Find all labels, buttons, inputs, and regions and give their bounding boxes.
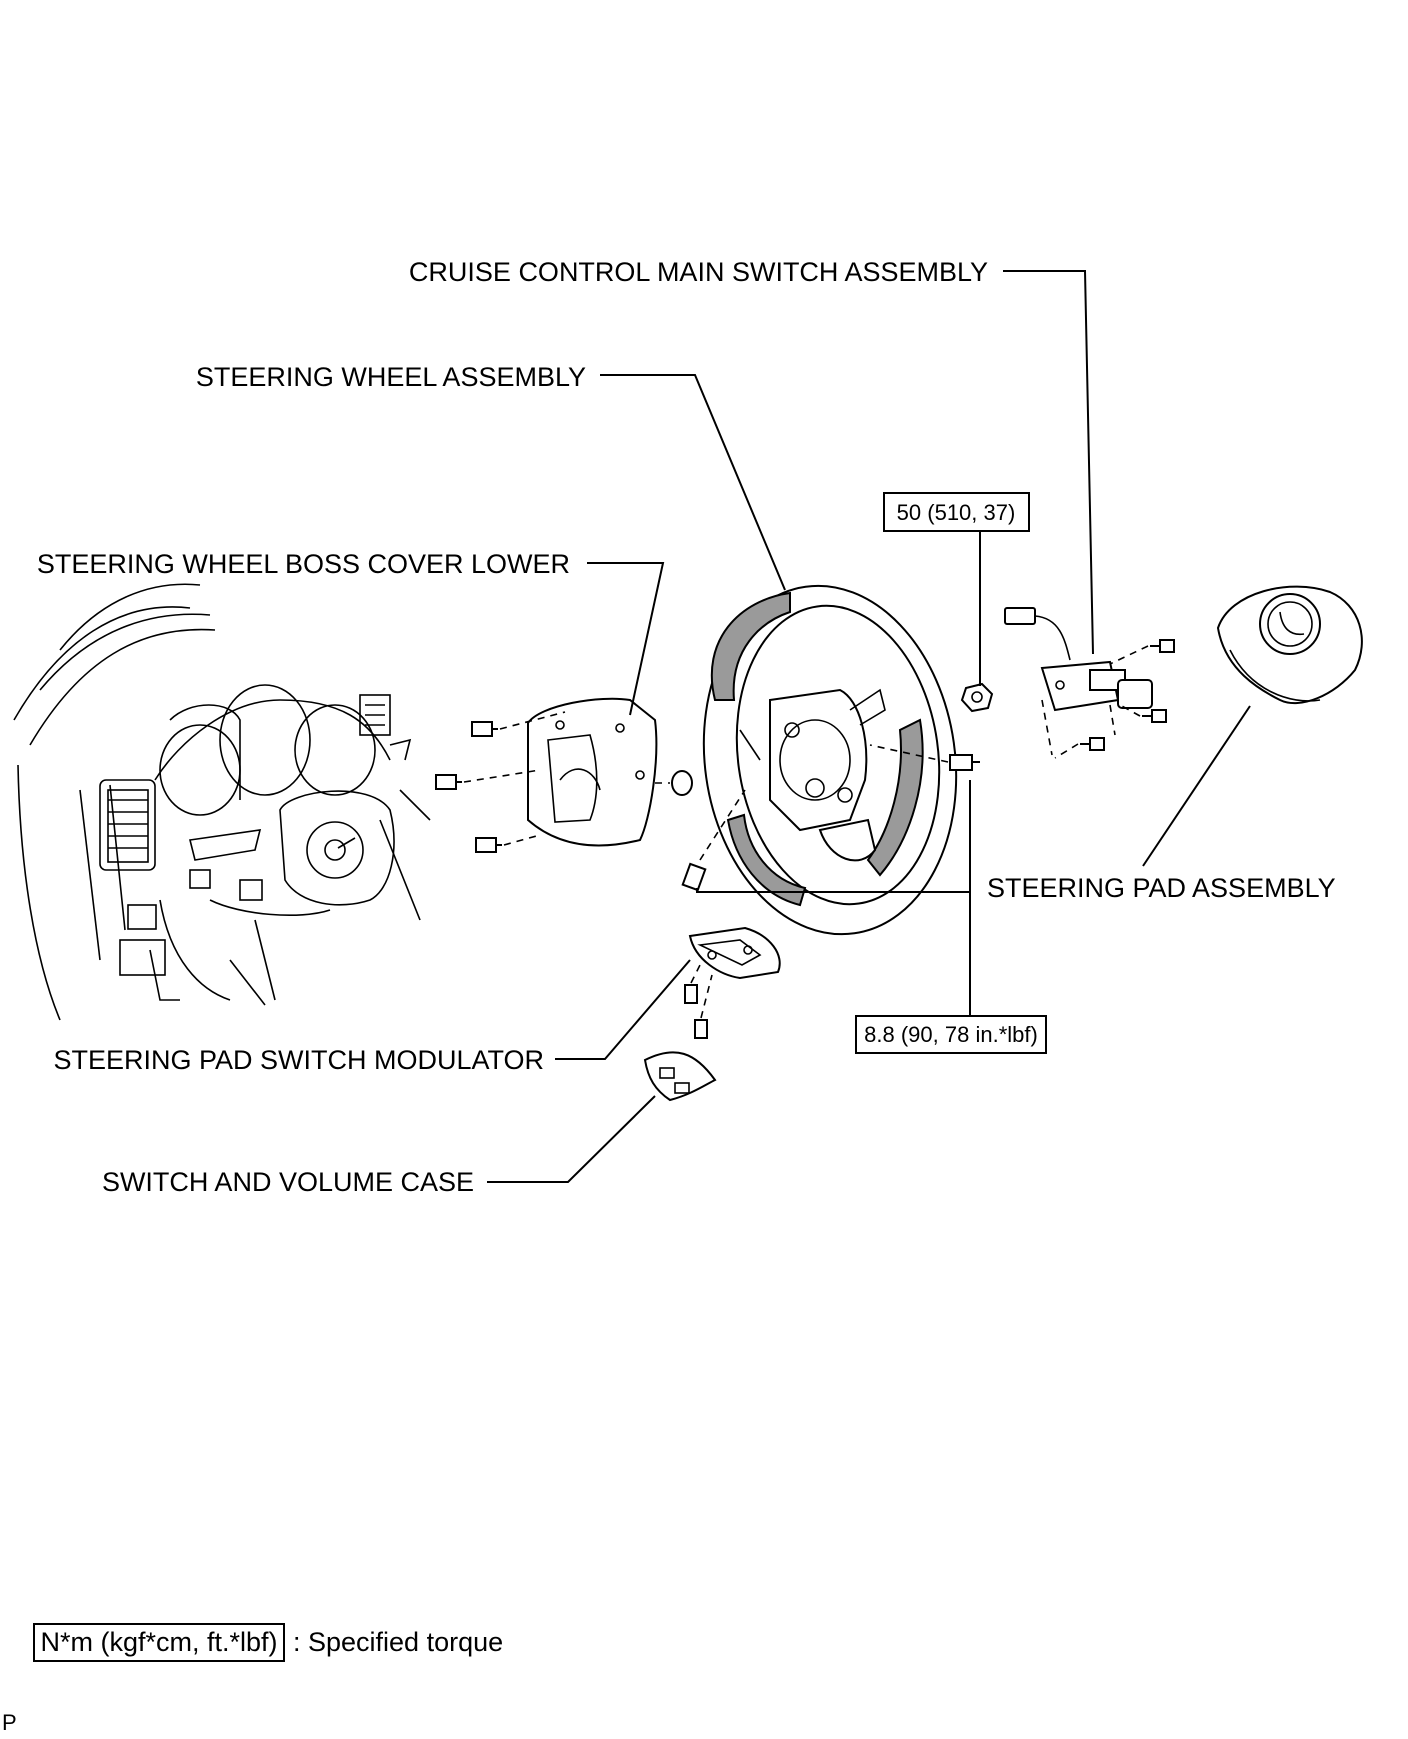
screw-icon — [694, 1019, 708, 1039]
boss-cover-bolts — [435, 711, 670, 853]
steering-wheel-bolts — [681, 744, 980, 892]
switch-volume-case-part — [643, 1051, 717, 1102]
screw-icon — [1142, 709, 1167, 723]
bolt-icon — [471, 721, 498, 737]
screw-icon — [684, 984, 698, 1004]
boss-cover-lower-part — [527, 697, 693, 847]
torque-box-bolt — [855, 1015, 1047, 1054]
screw-icon — [1080, 737, 1105, 751]
label-steering-pad-assembly: STEERING PAD ASSEMBLY — [987, 873, 1336, 903]
bolt-icon — [435, 774, 462, 790]
screw-icon — [1150, 639, 1175, 653]
label-boss-cover-lower: STEERING WHEEL BOSS COVER LOWER — [37, 549, 570, 579]
steering-wheel-part — [702, 584, 958, 936]
bolt-icon — [681, 862, 707, 892]
dashboard-illustration — [13, 583, 431, 1021]
legend-description: : Specified torque — [293, 1627, 503, 1657]
torque-value-bolt: 8.8 (90, 78 in.*lbf) — [864, 1022, 1038, 1047]
legend-unit-text: N*m (kgf*cm, ft.*lbf) — [40, 1627, 277, 1657]
legend-unit-box — [33, 1623, 285, 1662]
steering-pad-part — [1216, 585, 1363, 705]
label-cruise-control-main-switch: CRUISE CONTROL MAIN SWITCH ASSEMBLY — [409, 257, 988, 287]
corner-mark: P — [2, 1710, 17, 1734]
brand-emblem-icon — [1279, 611, 1305, 636]
torque-box-nut — [883, 492, 1030, 532]
label-switch-volume-case: SWITCH AND VOLUME CASE — [102, 1167, 474, 1197]
label-pad-switch-modulator: STEERING PAD SWITCH MODULATOR — [53, 1045, 544, 1075]
pad-switch-modulator-part — [684, 926, 781, 1039]
bolt-icon — [949, 754, 980, 771]
steering-nut — [960, 682, 994, 713]
cruise-control-switch-part — [1004, 607, 1175, 759]
leader-lines — [487, 270, 1251, 1183]
bolt-icon — [475, 837, 502, 853]
torque-value-nut: 50 (510, 37) — [897, 500, 1016, 525]
label-steering-wheel-assembly: STEERING WHEEL ASSEMBLY — [196, 362, 586, 392]
